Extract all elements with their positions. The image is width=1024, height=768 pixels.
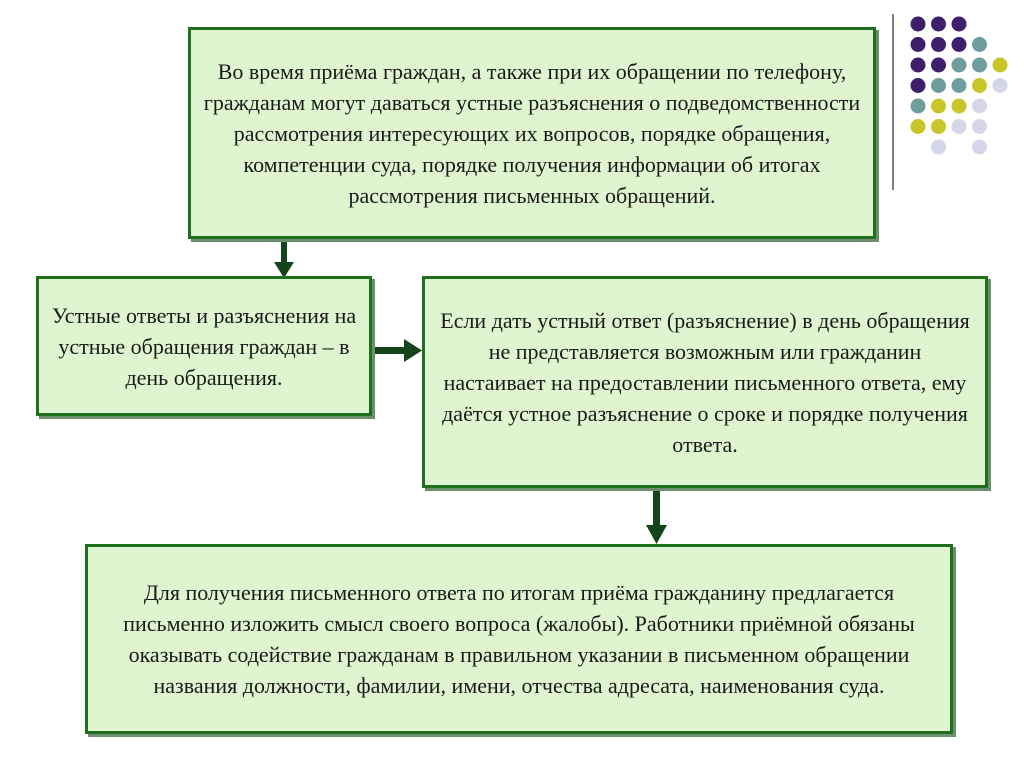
oral-explanations-text: Во время приёма граждан, а также при их … — [203, 58, 861, 208]
decor-dot — [972, 37, 987, 52]
decor-dot — [910, 16, 926, 32]
decor-dot — [951, 37, 967, 52]
decor-dot — [910, 57, 926, 73]
decor-dot — [910, 98, 926, 114]
arrow-left-to-right — [372, 339, 422, 362]
divider-line — [892, 14, 894, 190]
deferred-answer-box: Если дать устный ответ (разъяснение) в д… — [422, 276, 988, 488]
decor-dot — [910, 119, 926, 134]
decor-dot — [910, 78, 926, 93]
decor-dot — [951, 119, 967, 134]
decor-dot — [992, 78, 1008, 93]
same-day-answers-text: Устные ответы и разъяснения на устные об… — [51, 302, 357, 390]
decor-dot — [972, 139, 987, 155]
decor-dot — [951, 16, 967, 32]
decor-dot — [931, 37, 946, 52]
written-request-box: Для получения письменного ответа по итог… — [85, 544, 953, 734]
decor-dot — [931, 16, 946, 32]
decor-dot — [931, 119, 946, 134]
decor-dot — [931, 139, 946, 155]
decor-dot — [931, 98, 946, 114]
decor-dot — [931, 78, 946, 93]
decor-dot — [992, 57, 1008, 73]
decor-dot — [951, 98, 967, 114]
same-day-answers-box: Устные ответы и разъяснения на устные об… — [36, 276, 372, 416]
written-request-text: Для получения письменного ответа по итог… — [123, 580, 915, 698]
decor-dot — [910, 37, 926, 52]
decor-dot — [972, 98, 987, 114]
decor-dot — [972, 57, 987, 73]
arrow-top-to-left — [274, 239, 294, 278]
deferred-answer-text: Если дать устный ответ (разъяснение) в д… — [440, 307, 970, 457]
decor-dot — [951, 57, 967, 73]
decor-dot — [972, 78, 987, 93]
decor-dot — [931, 57, 946, 73]
decor-dot — [951, 78, 967, 93]
oral-explanations-box: Во время приёма граждан, а также при их … — [188, 27, 876, 239]
arrow-right-to-bottom — [646, 488, 667, 544]
decor-dot — [972, 119, 987, 134]
